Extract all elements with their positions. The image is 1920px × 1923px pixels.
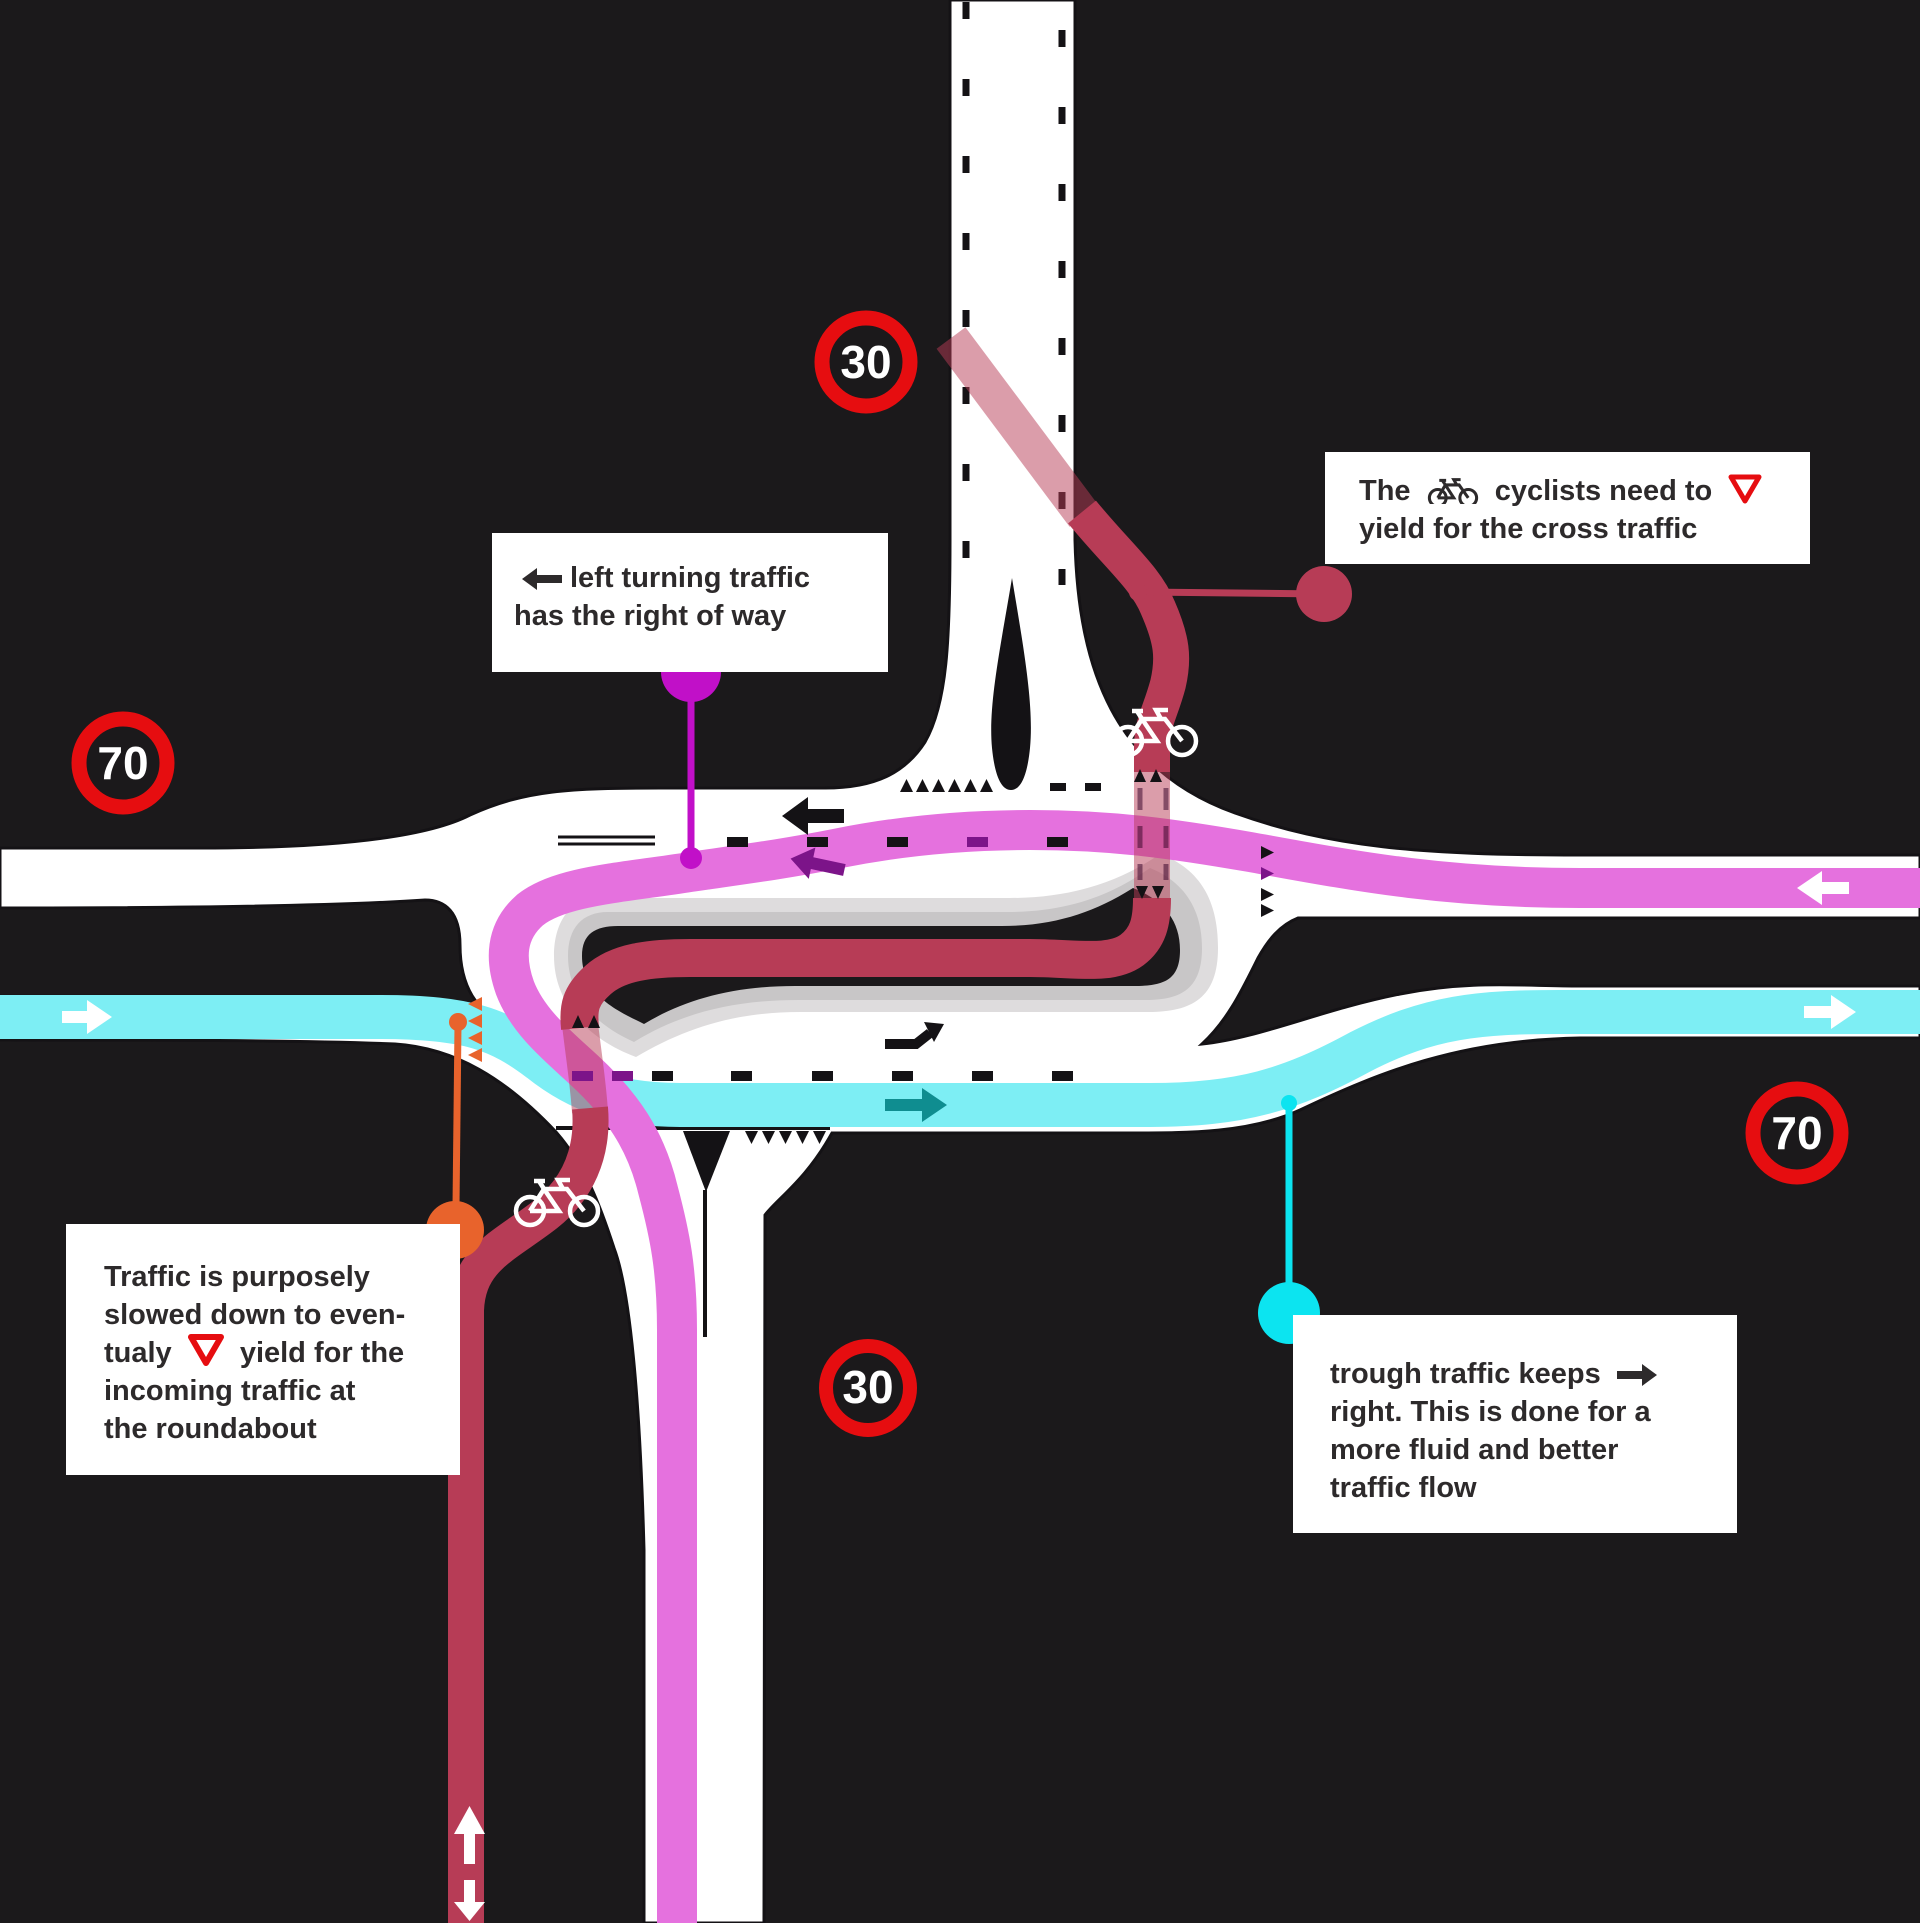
eastbound-dash-row: [572, 1071, 1073, 1081]
callout-text: incoming traffic at: [104, 1375, 356, 1407]
callout-line: The cyclists need to: [1359, 472, 1810, 510]
dash: [652, 1071, 673, 1081]
white-right-arrow-west: [62, 1000, 112, 1034]
callout-text: slowed down to even-: [104, 1299, 406, 1331]
callout-text: has the right of way: [514, 600, 787, 632]
callout-text: the roundabout: [104, 1413, 317, 1445]
east-yield-teeth: [1261, 846, 1274, 917]
dash-on-magenta: [967, 837, 988, 847]
callout-line: trough traffic keeps: [1330, 1355, 1737, 1393]
speed-sign-value: 30: [840, 336, 891, 388]
callout-line: has the right of way: [514, 597, 888, 635]
speed-sign-bottom: 30: [819, 1339, 917, 1437]
bicycle-icon: [1427, 478, 1478, 504]
bike-route-faded-cross-south: [562, 1021, 608, 1114]
south-splitter-wedge: [683, 1131, 730, 1192]
west-exit-double-line: [558, 835, 655, 846]
callout-line: yield for the cross traffic: [1359, 510, 1810, 548]
leader-maroon: [1129, 566, 1352, 622]
callout-line: incoming traffic at: [104, 1372, 460, 1410]
dash-on-magenta: [612, 1071, 633, 1081]
callout-text: Traffic is purposely: [104, 1261, 370, 1293]
dash: [1052, 1071, 1073, 1081]
bend-right-arrow-marking: [885, 1022, 944, 1049]
north-teardrop-island: [991, 578, 1031, 790]
mouth-dash: [1050, 783, 1066, 791]
callout-line: right. This is done for a: [1330, 1393, 1737, 1431]
speed-sign-value: 70: [97, 737, 148, 789]
callout-line: the roundabout: [104, 1410, 460, 1448]
callout-text: right. This is done for a: [1330, 1396, 1651, 1428]
speed-sign-value: 30: [842, 1361, 893, 1413]
callout-line: tualy yield for the: [104, 1334, 460, 1372]
callout-cyclists: The cyclists need to yield for the cross…: [1325, 452, 1810, 564]
callout-text: traffic flow: [1330, 1472, 1477, 1504]
callout-left-turn: left turning traffic has the right of wa…: [492, 533, 888, 672]
speed-sign-left: 70: [71, 711, 175, 815]
callout-dot-cyclists: [1296, 566, 1352, 622]
south-yield-teeth: [745, 1131, 826, 1144]
leader-endpoint-dot: [680, 847, 702, 869]
callout-text: tualy: [104, 1337, 172, 1369]
dash: [1047, 837, 1068, 847]
callout-text: trough traffic keeps: [1330, 1358, 1601, 1390]
dash: [892, 1071, 913, 1081]
dash: [731, 1071, 752, 1081]
yield-triangle-icon: [187, 1334, 224, 1366]
left-arrow-icon: [522, 568, 562, 590]
orange-yield-teeth: [468, 997, 482, 1062]
mouth-dash: [1085, 783, 1101, 791]
yield-triangle-icon: [1728, 474, 1762, 504]
left-arrow-marking: [782, 797, 844, 835]
speed-sign-right: 70: [1745, 1081, 1849, 1185]
speed-sign-top: 30: [814, 310, 918, 414]
callout-text: left turning traffic: [570, 562, 811, 594]
callout-text: The: [1359, 475, 1411, 507]
teal-through-arrow: [885, 1088, 947, 1122]
dash: [812, 1071, 833, 1081]
callout-line: traffic flow: [1330, 1469, 1737, 1507]
callout-line: slowed down to even-: [104, 1296, 460, 1334]
westbound-dash-row: [727, 837, 1068, 847]
bike-route-faded-top: [936, 327, 1099, 527]
magenta-flow-path: [488, 809, 1920, 1923]
dash-on-blend: [572, 1071, 593, 1081]
callout-line: Traffic is purposely: [104, 1258, 460, 1296]
callout-line: more fluid and better: [1330, 1431, 1737, 1469]
callout-through-traffic: trough traffic keeps right. This is done…: [1293, 1315, 1737, 1533]
callout-text: cyclists need to: [1494, 475, 1713, 507]
white-right-arrow-east: [1804, 995, 1856, 1029]
callout-text: yield for the: [239, 1337, 405, 1369]
left-turn-arrow-marking: [790, 847, 846, 879]
bike-crossing-dashes: [1137, 788, 1169, 880]
speed-sign-value: 70: [1771, 1107, 1822, 1159]
leader-endpoint-dot: [1129, 583, 1147, 601]
bike-route-ring: [560, 897, 1171, 1030]
leader-endpoint-dot: [1281, 1095, 1297, 1111]
bike-path-two-way-arrows: [454, 1806, 485, 1921]
callout-slow-down: Traffic is purposely slowed down to even…: [66, 1224, 460, 1475]
white-left-arrow-east: [1797, 871, 1849, 905]
bike-icon: [1111, 707, 1199, 758]
bike-icon: [513, 1177, 601, 1228]
dash: [972, 1071, 993, 1081]
cyan-flow-path: [0, 990, 1920, 1127]
north-yield-teeth: [900, 779, 993, 792]
dash: [887, 837, 908, 847]
callout-text: more fluid and better: [1330, 1434, 1619, 1466]
dash: [727, 837, 748, 847]
dash: [807, 837, 828, 847]
callout-line: left turning traffic: [514, 559, 888, 597]
callout-text: yield for the cross traffic: [1359, 513, 1698, 545]
leader-endpoint-dot: [449, 1013, 467, 1031]
right-arrow-icon: [1616, 1364, 1657, 1386]
bike-route-teeth: [572, 769, 1164, 1028]
